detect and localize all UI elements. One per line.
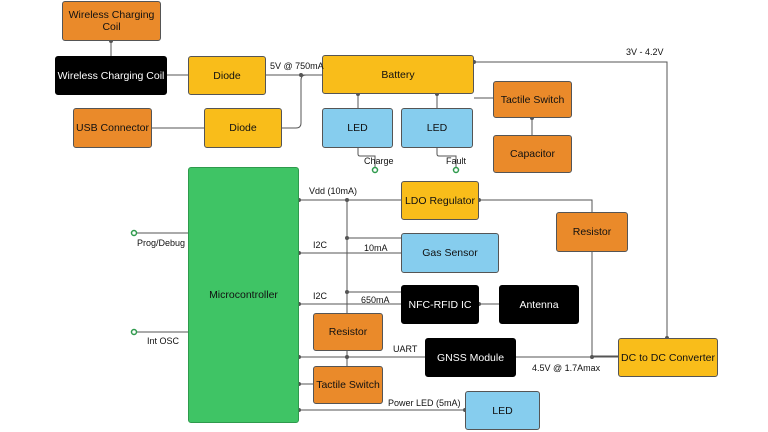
diode-top-block: Diode	[188, 56, 266, 95]
prog-debug-terminal	[130, 229, 138, 237]
ldo-regulator-block: LDO Regulator	[401, 181, 479, 220]
i2c-label-1: I2C	[313, 240, 328, 250]
gnss-module-block: GNSS Module	[425, 338, 516, 377]
nfc-rfid-ic-block: NFC-RFID IC	[401, 285, 479, 324]
capacitor-block: Capacitor	[493, 135, 572, 173]
charge-label: Charge	[364, 156, 394, 166]
prog-debug-label: Prog/Debug	[137, 238, 186, 248]
resistor-right-block: Resistor	[556, 212, 628, 252]
int-osc-terminal	[130, 328, 138, 336]
diode-bottom-block: Diode	[204, 108, 282, 148]
microcontroller-block: Microcontroller	[188, 167, 299, 423]
fault-terminal	[452, 166, 460, 174]
led-power-block: LED	[465, 391, 540, 430]
i2c-label-2: I2C	[313, 291, 328, 301]
tactile-switch-top-block: Tactile Switch	[493, 81, 572, 118]
int-osc-label: Int OSC	[147, 336, 180, 346]
current-650ma-label: 650mA	[361, 295, 390, 305]
resistor-mid-block: Resistor	[313, 313, 383, 351]
led-fault-block: LED	[401, 108, 473, 148]
charge-terminal	[371, 166, 379, 174]
tactile-switch-bottom-block: Tactile Switch	[313, 366, 383, 404]
voltage-5v-label: 5V @ 750mA	[270, 61, 324, 71]
uart-label: UART	[393, 344, 418, 354]
fault-label: Fault	[446, 156, 467, 166]
antenna-block: Antenna	[499, 285, 579, 324]
dc-dc-converter-block: DC to DC Converter	[618, 338, 718, 377]
gas-sensor-block: Gas Sensor	[401, 233, 499, 273]
current-10ma-label: 10mA	[364, 243, 388, 253]
power-led-label: Power LED (5mA)	[388, 398, 461, 408]
led-charge-block: LED	[322, 108, 393, 148]
voltage-3v-4v2-label: 3V - 4.2V	[626, 47, 664, 57]
wireless-charging-coil-block: Wireless Charging Coil	[55, 56, 167, 95]
wireless-charging-coil-top-block: Wireless Charging Coil	[62, 1, 161, 41]
vdd-label: Vdd (10mA)	[309, 186, 358, 196]
voltage-4v5-label: 4.5V @ 1.7Amax	[532, 363, 601, 373]
usb-connector-block: USB Connector	[73, 108, 152, 148]
battery-block: Battery	[322, 55, 474, 94]
